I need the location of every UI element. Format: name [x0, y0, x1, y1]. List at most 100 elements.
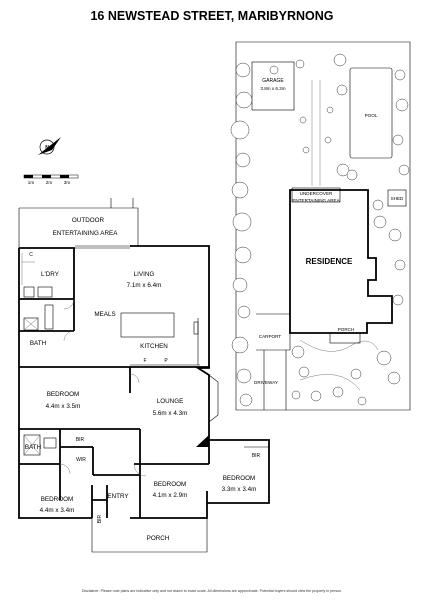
- property-title: 16 NEWSTEAD STREET, MARIBYRNONG: [90, 9, 333, 23]
- tree-icon: [291, 390, 301, 400]
- tree-icon: [310, 390, 322, 402]
- tree-icon: [350, 368, 362, 380]
- tree-icon: [395, 98, 409, 112]
- compass-label: N: [45, 145, 49, 151]
- garage-outline: [251, 61, 295, 111]
- site-label-entertaining: ENTERTAINING AREA: [292, 198, 340, 203]
- label-kitchen: KITCHEN: [140, 343, 168, 350]
- tree-icon: [302, 146, 310, 154]
- label-bedroom-4: BEDROOM: [41, 496, 74, 503]
- label-lounge: LOUNGE: [157, 398, 184, 405]
- carport-outline: [256, 313, 291, 351]
- residence-outline: [289, 189, 393, 334]
- tree-icon: [236, 368, 252, 384]
- tree-icon: [376, 350, 392, 366]
- label-bath-2: BATH: [25, 444, 42, 451]
- label-living-dim: 7.1m x 6.4m: [127, 282, 162, 289]
- label-bedroom-3-dim: 3.3m x 3.4m: [222, 486, 257, 493]
- label-entertaining-area: ENTERTAINING AREA: [53, 230, 119, 237]
- exterior-walls: [18, 245, 270, 519]
- tree-icon: [326, 106, 334, 114]
- label-bir-2: BIR: [252, 453, 261, 459]
- tree-icon: [235, 62, 251, 78]
- tree-icon: [231, 181, 249, 199]
- label-bedroom-1-dim: 4.4m x 3.5m: [46, 403, 81, 410]
- label-wir: WIR: [76, 457, 86, 463]
- tree-icon: [373, 215, 387, 229]
- site-label-residence: RESIDENCE: [306, 257, 353, 266]
- tree-icon: [394, 69, 406, 81]
- label-entry: ENTRY: [107, 493, 129, 500]
- label-porch: PORCH: [147, 535, 170, 542]
- tree-icon: [231, 336, 249, 354]
- label-bedroom-2-dim: 4.1m x 2.9m: [153, 492, 188, 499]
- tree-icon: [336, 84, 348, 96]
- scale-label-2m: 2m: [46, 180, 53, 185]
- tree-icon: [346, 169, 358, 181]
- site-label-undercover: UNDERCOVER: [300, 191, 333, 196]
- tree-icon: [398, 164, 410, 176]
- site-label-driveway: DRIVEWAY: [254, 380, 278, 385]
- label-bir-1: BIR: [76, 437, 85, 443]
- site-label-garage: GARAGE: [262, 78, 284, 84]
- kitchen-island: [120, 312, 175, 338]
- shed-outline: [387, 189, 407, 207]
- label-bath-1: BATH: [30, 340, 47, 347]
- label-bedroom-2: BEDROOM: [154, 481, 187, 488]
- site-label-pool: POOL: [365, 113, 378, 118]
- label-f: F: [143, 358, 146, 364]
- tree-icon: [357, 396, 367, 406]
- tree-icon: [239, 393, 253, 407]
- tree-icon: [230, 120, 250, 140]
- tree-icon: [237, 305, 251, 319]
- undercover-outline: [291, 187, 341, 203]
- label-lounge-dim: 5.6m x 4.3m: [153, 410, 188, 417]
- label-bedroom-1: BEDROOM: [47, 391, 80, 398]
- tree-icon: [232, 277, 248, 293]
- label-laundry: L'DRY: [41, 271, 60, 278]
- pool-outline: [349, 67, 393, 159]
- site-label-carport: CARPORT: [259, 334, 282, 339]
- tree-icon: [269, 65, 279, 75]
- tree-icon: [295, 59, 305, 69]
- floor-plan: [18, 198, 270, 553]
- tree-icon: [234, 246, 252, 264]
- tree-icon: [333, 53, 347, 67]
- tree-icon: [235, 91, 253, 109]
- tree-icon: [388, 228, 402, 242]
- tree-icon: [332, 386, 344, 398]
- outdoor-area-outline: [18, 207, 139, 248]
- compass-icon: N: [38, 137, 61, 155]
- site-label-porch: PORCH: [338, 327, 355, 332]
- scale-bar: 1m 2m 3m: [23, 174, 79, 185]
- tree-icon: [372, 199, 384, 211]
- site-plan: [235, 41, 411, 411]
- scale-label-1m: 1m: [28, 180, 35, 185]
- tree-icon: [387, 371, 401, 385]
- tree-icon: [336, 163, 350, 177]
- site-label-garage-dim: 3.8m x 6.2m: [260, 86, 285, 91]
- label-bedroom-4-dim: 4.4m x 3.4m: [40, 507, 75, 514]
- tree-icon: [299, 116, 307, 124]
- tree-icon: [394, 259, 406, 271]
- disclaimer-text: Disclaimer: Please note plans are indica…: [82, 589, 342, 593]
- interior-walls: [19, 248, 210, 518]
- site-label-shed: SHED: [391, 196, 404, 201]
- tree-icon: [291, 345, 305, 359]
- label-living: LIVING: [134, 271, 155, 278]
- label-c: C: [29, 252, 33, 258]
- scale-label-3m: 3m: [64, 180, 71, 185]
- tree-icon: [232, 212, 252, 232]
- tree-icon: [324, 136, 332, 144]
- tree-icon: [392, 294, 404, 306]
- tree-icon: [235, 152, 251, 168]
- label-meals: MEALS: [94, 311, 115, 318]
- tree-icon: [298, 366, 310, 378]
- label-p: P: [164, 358, 168, 364]
- label-outdoor: OUTDOOR: [72, 217, 105, 224]
- porch-outline: [91, 518, 208, 553]
- garden-trees: [230, 53, 410, 407]
- label-bir-3: BIR: [97, 514, 103, 523]
- label-bedroom-3: BEDROOM: [223, 475, 256, 482]
- tree-icon: [392, 134, 404, 146]
